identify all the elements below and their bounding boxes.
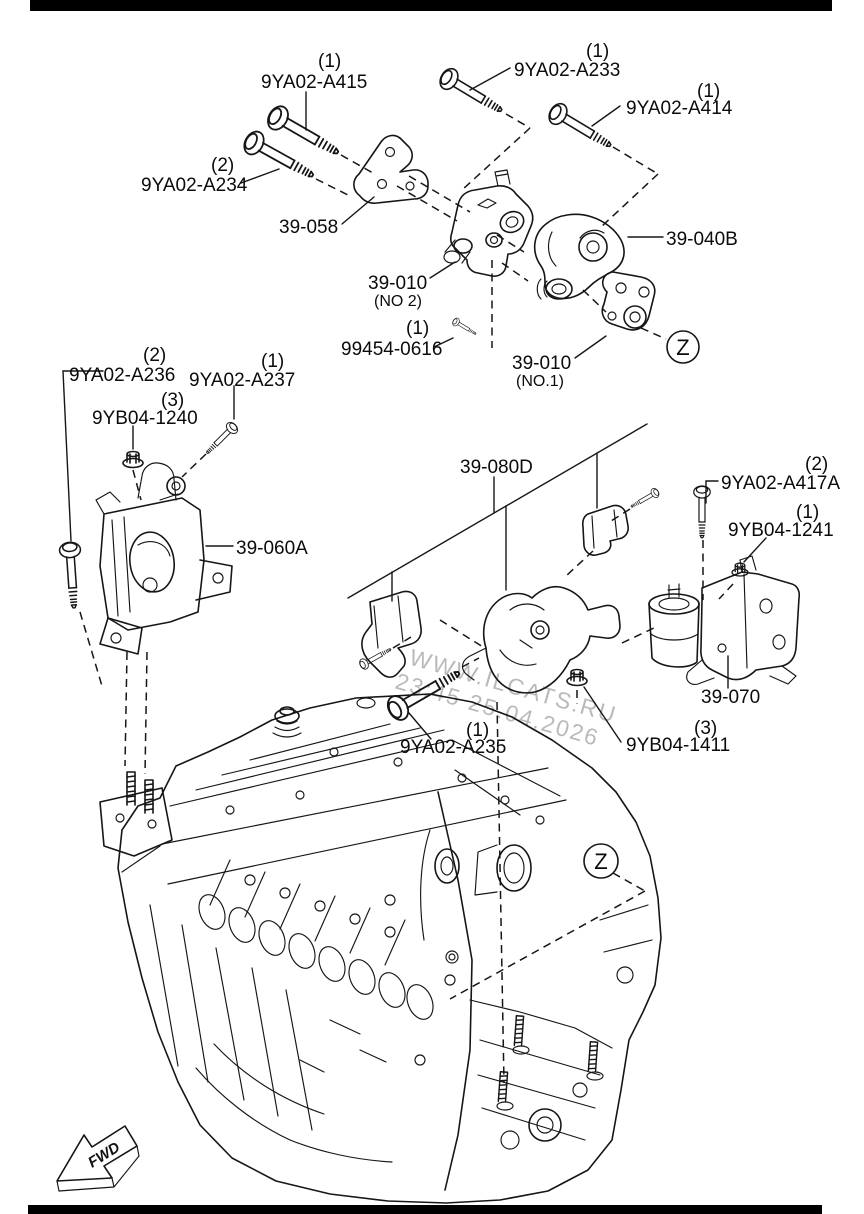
part-label-99454-0616: 99454-0616 (341, 339, 442, 360)
view-marker-bottom-letter: Z (594, 849, 607, 874)
bolt-9YA02-A233 (435, 64, 508, 121)
part-note-39-010-no1: (NO.1) (516, 373, 564, 390)
part-qty-9YB04-1240: (3) (161, 390, 184, 411)
part-qty-9YA02-A235: (1) (466, 720, 489, 741)
part-label-39-070: 39-070 (701, 687, 760, 708)
part-qty-9YA02-A414: (1) (697, 81, 720, 102)
part-qty-9YA02-A234: (2) (211, 155, 234, 176)
part-label-39-010-no2: 39-010 (368, 273, 427, 294)
part-label-9YA02-A236: 9YA02-A236 (69, 365, 175, 386)
bolt-9YA02-A236 (58, 540, 86, 610)
view-marker-bottom: Z (583, 843, 619, 879)
bolt-39-080D-right (628, 486, 661, 512)
part-label-9YB04-1411: 9YB04-1411 (626, 735, 730, 756)
assembly-dashed-lines (79, 113, 734, 1084)
exploded-parts (58, 64, 801, 725)
bolt-9YA02-A417A (693, 485, 711, 539)
part-qty-9YA02-A237: (1) (261, 351, 284, 372)
leader-lines (62, 67, 767, 743)
top-border-bar (30, 0, 832, 11)
part-qty-9YB04-1241: (1) (796, 502, 819, 523)
bottom-border-bar (28, 1205, 822, 1214)
part-39-058-bracket (353, 134, 429, 204)
nut-9YB04-1411 (566, 668, 588, 687)
nut-9YB04-1241 (731, 562, 749, 577)
part-39-070-mount (648, 555, 801, 685)
part-39-080D-bracket-right (581, 504, 629, 556)
part-label-9YA02-A233: 9YA02-A233 (514, 60, 620, 81)
part-qty-9YA02-A233: (1) (586, 41, 609, 62)
bolt-99454-0616 (450, 316, 479, 338)
part-label-9YA02-A414: 9YA02-A414 (626, 98, 733, 119)
part-label-39-058: 39-058 (279, 217, 338, 238)
part-label-9YB04-1241: 9YB04-1241 (728, 520, 834, 541)
engine-transmission-drawing (99, 693, 662, 1204)
part-39-080D-bracket-left (361, 590, 422, 678)
part-label-39-040B: 39-040B (666, 229, 738, 250)
part-label-9YA02-A417A: 9YA02-A417A (721, 473, 840, 494)
part-label-39-080D: 39-080D (460, 457, 533, 478)
bolt-9YA02-A414 (544, 99, 617, 156)
view-marker-top: Z (666, 330, 700, 364)
part-39-010-no2-mount (443, 169, 534, 277)
part-qty-9YB04-1411: (3) (694, 718, 717, 739)
part-label-9YA02-A237: 9YA02-A237 (189, 370, 295, 391)
view-marker-top-letter: Z (676, 335, 689, 360)
part-label-9YA02-A234: 9YA02-A234 (141, 175, 248, 196)
bolt-9YA02-A234 (239, 127, 320, 187)
part-label-39-060A: 39-060A (236, 538, 308, 559)
part-note-39-010-no2: (NO 2) (374, 293, 422, 310)
part-qty-99454-0616: (1) (406, 318, 429, 339)
part-39-060A-mount (95, 462, 233, 655)
part-label-9YA02-A235: 9YA02-A235 (400, 737, 506, 758)
bolt-9YA02-A415 (263, 101, 345, 165)
fwd-direction-arrow: FWD (56, 1125, 140, 1192)
part-qty-9YA02-A415: (1) (318, 51, 341, 72)
part-labels: (1) 9YA02-A415 (1) 9YA02-A233 (1) 9YA02-… (69, 41, 840, 758)
part-39-080D-bracket-center (461, 585, 621, 694)
part-39-010-no1-plate (601, 271, 656, 331)
part-label-39-010-no1: 39-010 (512, 353, 571, 374)
nut-9YB04-1240 (122, 450, 144, 469)
part-qty-9YA02-A236: (2) (143, 345, 166, 366)
part-label-9YA02-A415: 9YA02-A415 (261, 72, 367, 93)
part-qty-9YA02-A417A: (2) (805, 454, 828, 475)
part-label-9YB04-1240: 9YB04-1240 (92, 408, 198, 429)
part-39-040B-mount (533, 213, 625, 300)
bolt-9YA02-A237 (202, 419, 241, 458)
